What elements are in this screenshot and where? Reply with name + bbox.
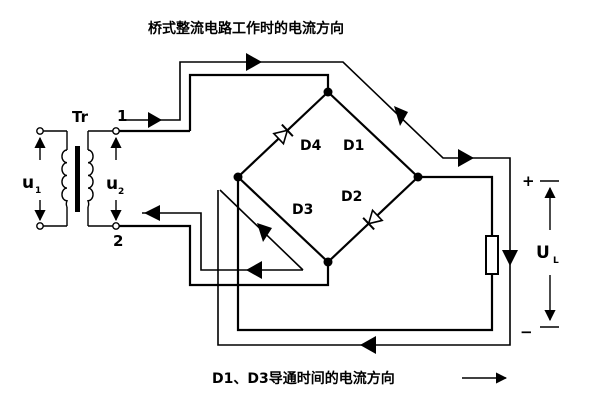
flow-arrow-right bbox=[458, 149, 474, 167]
caption-bottom: D1、D3导通时间的电流方向 bbox=[212, 370, 395, 387]
flow-arrow-d3 bbox=[257, 223, 272, 242]
flow-arrow-bottom bbox=[360, 336, 376, 354]
transformer-label: Tr bbox=[72, 108, 89, 126]
secondary-coil bbox=[86, 149, 94, 208]
flow-arrow-in bbox=[148, 112, 162, 128]
node-right bbox=[413, 172, 423, 182]
load-resistor bbox=[485, 235, 499, 275]
terminal-2 bbox=[112, 222, 120, 230]
primary-bottom-terminal bbox=[36, 222, 44, 230]
transformer-core bbox=[75, 146, 80, 212]
label-d1: D1 bbox=[343, 138, 364, 154]
primary-top-terminal bbox=[36, 127, 44, 135]
diode-d4-symbol bbox=[272, 123, 294, 146]
label-d2: D2 bbox=[341, 189, 362, 205]
terminal-1-label: 1 bbox=[117, 107, 127, 125]
diode-d2-symbol bbox=[362, 208, 384, 231]
node-left bbox=[233, 172, 243, 182]
ul-label: U bbox=[536, 243, 550, 263]
flow-arrow-d1 bbox=[394, 106, 408, 126]
ul-subscript: L bbox=[553, 256, 559, 266]
terminal-2-label: 2 bbox=[113, 232, 123, 250]
node-bottom bbox=[323, 257, 333, 267]
title-top: 桥式整流电路工作时的电流方向 bbox=[148, 20, 344, 37]
flow-arrow-out bbox=[144, 205, 160, 221]
u1-subscript: 1 bbox=[35, 186, 41, 196]
terminal-1 bbox=[112, 127, 120, 135]
primary-coil bbox=[61, 149, 69, 208]
output-voltage: + − U L bbox=[520, 172, 559, 341]
flow-arrow-top bbox=[246, 53, 262, 71]
flow-arrows bbox=[144, 53, 518, 354]
primary-side: u 1 bbox=[22, 127, 69, 230]
plus-sign: + bbox=[522, 172, 535, 190]
label-d4: D4 bbox=[300, 138, 322, 154]
minus-sign: − bbox=[520, 323, 533, 341]
node-top bbox=[323, 87, 333, 97]
flow-arrow-load bbox=[502, 250, 518, 266]
u2-subscript: 2 bbox=[118, 187, 124, 197]
u2-label: u bbox=[106, 174, 118, 194]
label-d3: D3 bbox=[292, 202, 313, 218]
flow-arrow-return-inner bbox=[246, 261, 262, 279]
u1-label: u bbox=[22, 173, 34, 193]
secondary-side: 1 2 u 2 bbox=[86, 107, 127, 250]
